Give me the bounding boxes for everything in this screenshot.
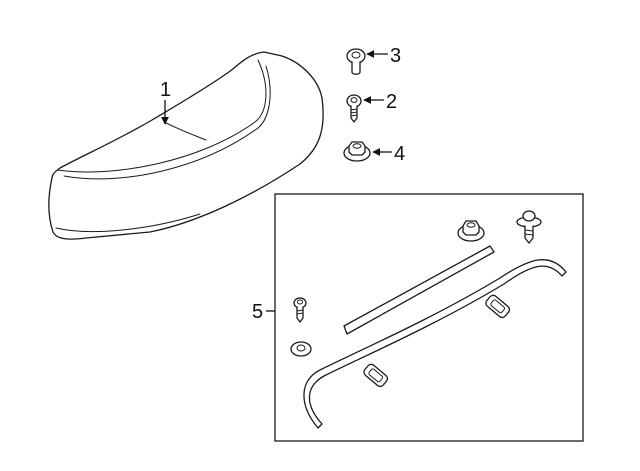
callout-kit: 5 xyxy=(252,301,263,323)
kit-pad-upper xyxy=(485,294,511,319)
grommet-part xyxy=(346,48,366,75)
kit-weatherstrip xyxy=(303,259,567,429)
kit-washer xyxy=(290,341,312,357)
screw-part xyxy=(346,94,362,123)
kit-screw xyxy=(293,297,307,323)
callout-spoiler: 1 xyxy=(160,79,171,101)
spoiler-part xyxy=(48,51,324,240)
kit-nut xyxy=(457,220,485,242)
kit-seal-strip xyxy=(343,245,495,335)
kit-box xyxy=(274,193,584,442)
nut-part xyxy=(343,141,371,162)
callout-screw: 2 xyxy=(386,91,397,113)
kit-push-clip xyxy=(516,210,542,244)
callout-nut: 4 xyxy=(394,143,405,165)
kit-pad-lower xyxy=(363,363,389,388)
callout-grommet: 3 xyxy=(390,45,401,67)
